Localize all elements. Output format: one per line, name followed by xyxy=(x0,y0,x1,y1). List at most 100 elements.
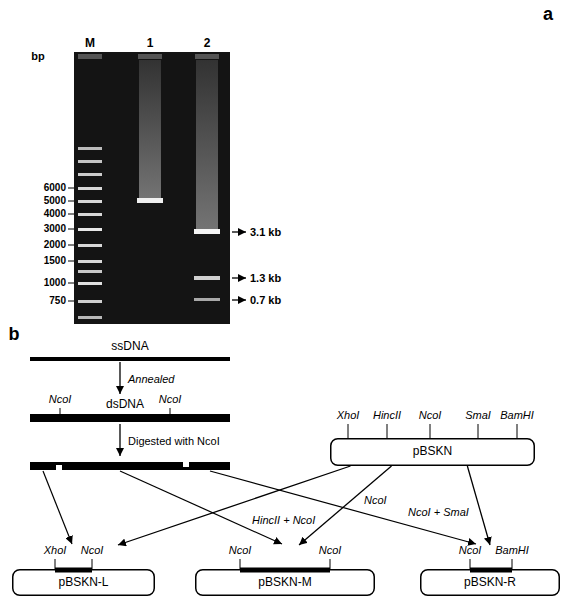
fragment-arrow xyxy=(43,471,72,544)
dna-duplex-bar xyxy=(30,414,230,422)
plasmid-border xyxy=(331,439,535,466)
size-marker: 1500 xyxy=(44,256,66,266)
process-arrow xyxy=(118,466,351,545)
ladder-band xyxy=(78,173,102,176)
unit-label: bp xyxy=(31,51,44,62)
band-pointer xyxy=(232,231,246,232)
dna-duplex-bar xyxy=(30,357,230,361)
gel-well xyxy=(78,54,102,59)
size-marker: 750 xyxy=(49,296,66,306)
ladder-band xyxy=(78,160,102,163)
lane-label: 2 xyxy=(204,37,211,49)
tick-mark xyxy=(68,229,74,230)
dna-band xyxy=(194,298,220,301)
dna-smear xyxy=(196,60,218,230)
band-size: 1.3 kb xyxy=(250,273,281,284)
sticky-end xyxy=(183,467,189,470)
dna-fragment xyxy=(62,462,183,470)
ladder-band xyxy=(78,300,102,303)
restriction-site: NcoI xyxy=(459,545,482,556)
node-name: pBSKN-R xyxy=(464,576,516,588)
ladder-band xyxy=(78,213,102,216)
process-arrow xyxy=(299,466,391,545)
gel-bands xyxy=(78,147,220,319)
site-tick xyxy=(517,424,518,438)
restriction-site: NcoI xyxy=(49,394,72,405)
plasmid-box: XhoI NcoI pBSKN-L xyxy=(12,545,155,597)
node-name: pBSKN-L xyxy=(58,576,108,588)
restriction-site: BamHI xyxy=(495,545,529,556)
size-marker: 1000 xyxy=(44,278,66,288)
node-name: ssDNA xyxy=(111,340,148,352)
restriction-site: NcoI xyxy=(319,545,342,556)
band-size: 3.1 kb xyxy=(250,227,281,238)
restriction-site: NcoI xyxy=(81,545,104,556)
node-name: pBSKN xyxy=(413,445,452,457)
dna-band xyxy=(194,276,220,280)
ladder-band xyxy=(78,228,102,231)
gel-well xyxy=(138,54,162,59)
dna-fragment xyxy=(30,462,56,470)
panel-label: b xyxy=(9,325,20,343)
gel-image xyxy=(74,52,230,324)
size-marker: 2000 xyxy=(44,240,66,250)
node-name: dsDNA xyxy=(106,398,144,410)
dna-band xyxy=(137,198,163,203)
plasmid-border xyxy=(421,570,560,596)
plasmid-box: XhoIHincIINcoISmaIBamHIpBSKN xyxy=(330,410,535,466)
tick-mark xyxy=(68,261,74,262)
restriction-site: NcoI xyxy=(159,394,182,405)
plasmid-border xyxy=(13,570,155,596)
digest-arrow xyxy=(119,424,120,456)
ladder-band xyxy=(78,270,102,273)
size-marker: 3000 xyxy=(44,224,66,234)
ladder-band xyxy=(78,316,102,319)
restriction-site: NcoI xyxy=(419,410,442,421)
restriction-site: SmaI xyxy=(465,410,491,421)
dna-smear xyxy=(139,60,161,200)
gel-well xyxy=(195,54,219,59)
restriction-site: NcoI xyxy=(229,545,252,556)
size-marker: 5000 xyxy=(44,196,66,206)
dna-strand: NcoI dsDNA NcoI xyxy=(30,394,230,422)
fragment-arrow xyxy=(120,471,282,544)
tick-mark xyxy=(68,214,74,215)
ladder-band xyxy=(78,187,102,190)
band-pointers xyxy=(232,232,246,300)
plasmid-box: NcoINcoIpBSKN-M xyxy=(195,545,375,597)
site-tick xyxy=(430,424,431,438)
size-marker: 6000 xyxy=(44,183,66,193)
panel-label: a xyxy=(543,5,553,23)
lane-label: M xyxy=(85,37,95,49)
restriction-site: BamHI xyxy=(500,410,534,421)
insert-fragment xyxy=(470,568,512,573)
tick-mark xyxy=(68,283,74,284)
tick-mark xyxy=(68,201,74,202)
edge-label: NcoI + SmaI xyxy=(408,507,469,518)
size-marker: 4000 xyxy=(44,209,66,219)
process-arrow xyxy=(119,362,120,394)
restriction-site: XhoI xyxy=(337,410,360,421)
fragment-arrows xyxy=(43,471,476,544)
site-tick xyxy=(478,424,479,438)
insert-fragment xyxy=(240,568,330,573)
ladder-band xyxy=(78,147,102,150)
edge-label: Annealed xyxy=(128,374,175,385)
site-ticks xyxy=(55,408,517,569)
ladder-band xyxy=(78,200,102,203)
band-pointer xyxy=(232,277,246,278)
sticky-end xyxy=(56,462,62,465)
edge-label: HincII + NcoI xyxy=(252,515,315,526)
band-pointer xyxy=(232,299,246,300)
restriction-site: XhoI xyxy=(44,545,67,556)
ladder-ticks xyxy=(68,188,74,301)
tick-mark xyxy=(68,301,74,302)
band-size: 0.7 kb xyxy=(250,295,281,306)
ladder-band xyxy=(78,244,102,247)
ladder-band xyxy=(78,282,102,285)
site-tick xyxy=(348,424,349,438)
process-arrow xyxy=(467,466,490,545)
